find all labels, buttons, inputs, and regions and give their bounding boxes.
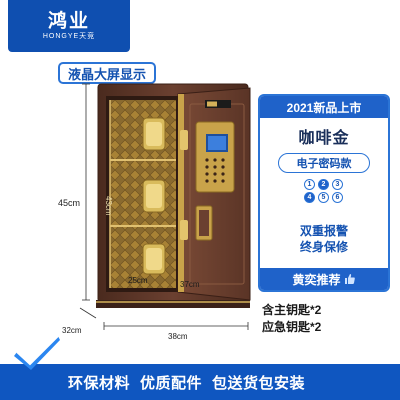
keypad-key: 2 (318, 179, 329, 190)
safe-base (96, 300, 250, 308)
thumbs-up-icon (344, 274, 355, 284)
dim-outer-height: 45cm (58, 198, 81, 208)
dim-inner-height: 43cm (104, 196, 113, 216)
banner-item: 环保材料 (68, 374, 131, 392)
recommend-label: 黄奕推荐 (292, 272, 341, 287)
dim-outer-width: 38cm (168, 332, 188, 341)
keys-info: 含主钥匙*2 应急钥匙*2 (262, 302, 396, 336)
feature-lifetime-warranty: 终身保修 (299, 240, 348, 254)
brand-name-en: HONGYE天竞 (42, 33, 96, 40)
feature-dual-alarm: 双重报警 (299, 224, 348, 238)
dim-inner-width: 25cm (128, 276, 148, 285)
keypad-key: 4 (304, 192, 315, 203)
checkmark-icon (14, 335, 60, 370)
dimension-lines (79, 83, 249, 330)
dim-inner-depth: 37cm (180, 280, 200, 289)
lcd-display-badge: 液晶大屏显示 (58, 62, 156, 84)
brand-name-cn: 鸿业 (47, 10, 90, 32)
banner-features: 环保材料 优质配件 包送货包安装 (68, 364, 305, 400)
new-release-label: 2021新品上市 (260, 96, 388, 118)
safe-door (177, 87, 251, 301)
keypad-icon: 1 2 3 4 5 6 (304, 179, 344, 217)
keypad-key: 3 (332, 179, 343, 190)
recommend-bar: 黄奕推荐 (260, 268, 388, 290)
product-info-panel: 2021新品上市 咖啡金 电子密码款 1 2 3 4 5 6 双重报警 终身保修… (258, 94, 390, 292)
brand-logo: 鸿业 HONGYE天竞 (8, 0, 130, 52)
dim-outer-depth: 32cm (62, 326, 82, 335)
interior-drawers (142, 117, 166, 275)
emergency-keys: 应急钥匙*2 (262, 320, 322, 334)
keypad-key: 1 (304, 179, 315, 190)
color-name: 咖啡金 (298, 130, 350, 147)
main-keys: 含主钥匙*2 (262, 303, 322, 317)
bottom-banner: 环保材料 优质配件 包送货包安装 (0, 364, 400, 400)
feature-list: 双重报警 终身保修 (260, 223, 388, 255)
banner-item: 包送货包安装 (212, 374, 306, 392)
banner-item: 优质配件 (140, 374, 203, 392)
lock-type-badge: 电子密码款 (278, 153, 370, 173)
keypad-key: 6 (332, 192, 343, 203)
keypad-key: 5 (318, 192, 329, 203)
